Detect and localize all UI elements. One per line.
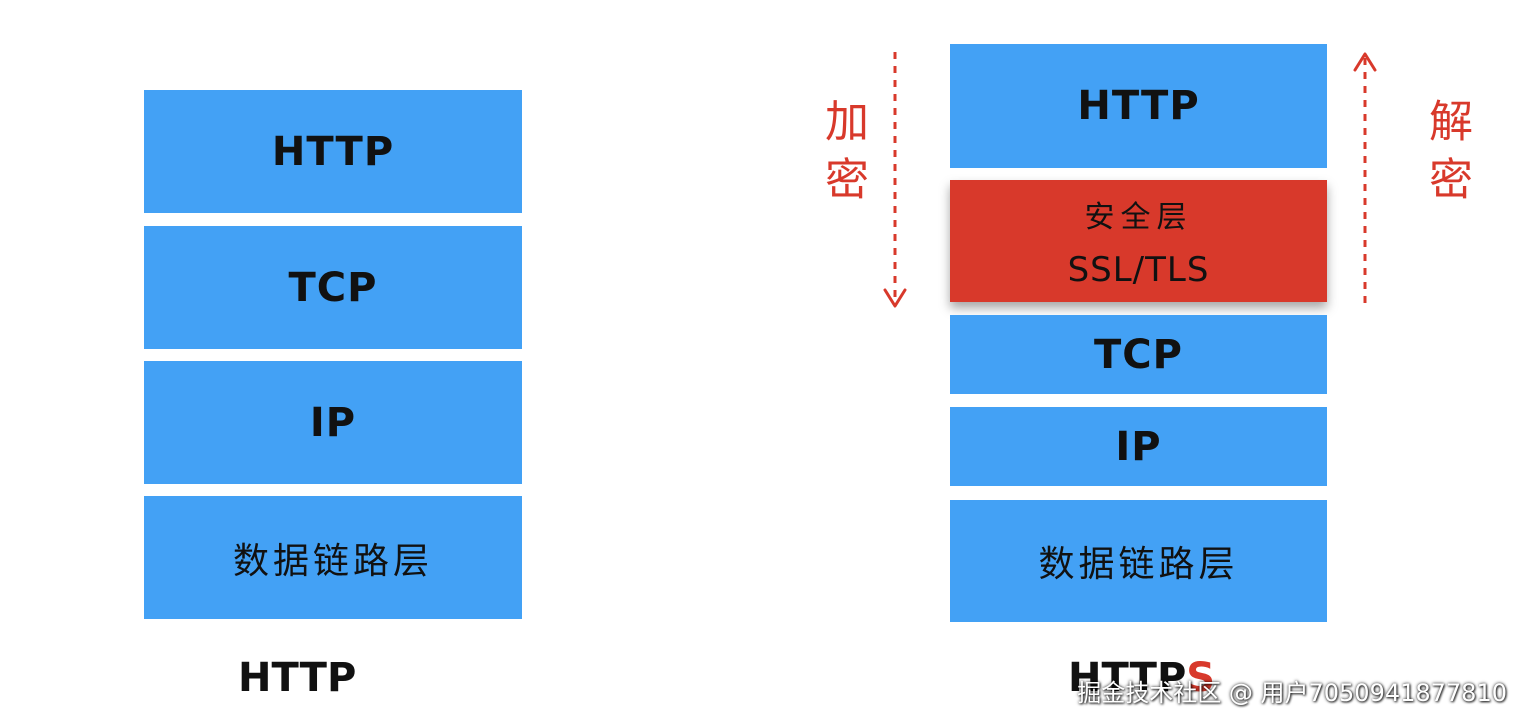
watermark: 掘金技术社区 @ 用户7050941877810	[1077, 679, 1507, 707]
left-tcp-layer: TCP	[144, 226, 522, 349]
right-http-layer: HTTP	[950, 44, 1327, 168]
right-tcp-label: TCP	[1094, 331, 1183, 378]
left-http-layer: HTTP	[144, 90, 522, 213]
up-arrow-icon	[1353, 52, 1377, 310]
security-layer: 安全层 SSL/TLS	[950, 180, 1327, 302]
left-ip-layer: IP	[144, 361, 522, 484]
right-ip-label: IP	[1115, 423, 1162, 470]
right-link-layer: 数据链路层	[950, 500, 1327, 622]
decrypt-label: 解密	[1421, 98, 1472, 214]
down-arrow-icon	[883, 52, 907, 308]
right-link-label: 数据链路层	[1038, 544, 1239, 585]
encrypt-label: 加密	[817, 98, 868, 214]
left-http-label: HTTP	[271, 128, 395, 175]
right-ip-layer: IP	[950, 407, 1327, 486]
right-stack-caption: HTTPS	[1068, 655, 1216, 701]
left-link-label: 数据链路层	[232, 540, 433, 582]
left-tcp-label: TCP	[288, 264, 378, 311]
security-layer-title: 安全层	[1084, 200, 1193, 235]
right-tcp-layer: TCP	[950, 315, 1327, 394]
left-ip-label: IP	[309, 399, 357, 446]
security-layer-protocol: SSL/TLS	[1067, 250, 1210, 290]
left-link-layer: 数据链路层	[144, 496, 522, 619]
right-http-label: HTTP	[1077, 83, 1200, 129]
left-stack-caption: HTTP	[238, 655, 357, 701]
